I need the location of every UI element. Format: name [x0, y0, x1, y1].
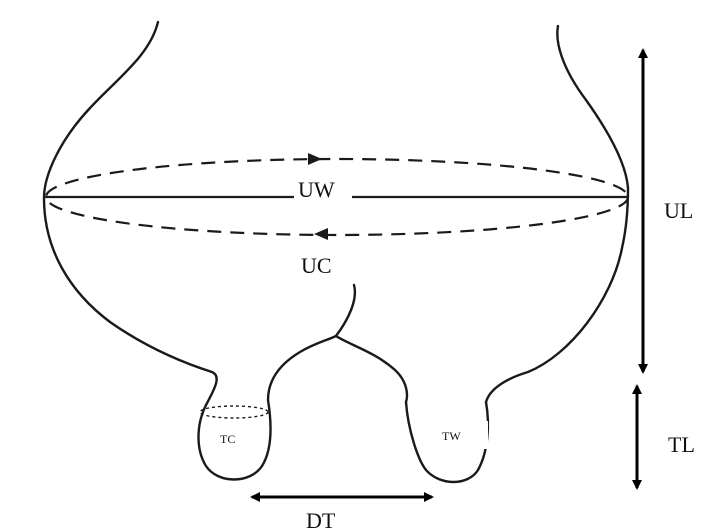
uw-label: UW: [298, 177, 335, 202]
circumference-arrow-bottom: [314, 228, 328, 240]
uc-label: UC: [301, 253, 332, 278]
circumference-arrow-top: [308, 153, 322, 165]
tc-label: TC: [220, 432, 235, 446]
tl-label: TL: [668, 432, 695, 457]
teat-circumference-dotted: [200, 406, 268, 418]
tw-label: TW: [442, 429, 461, 443]
dt-label: DT: [306, 508, 336, 531]
ul-label: UL: [664, 198, 693, 223]
